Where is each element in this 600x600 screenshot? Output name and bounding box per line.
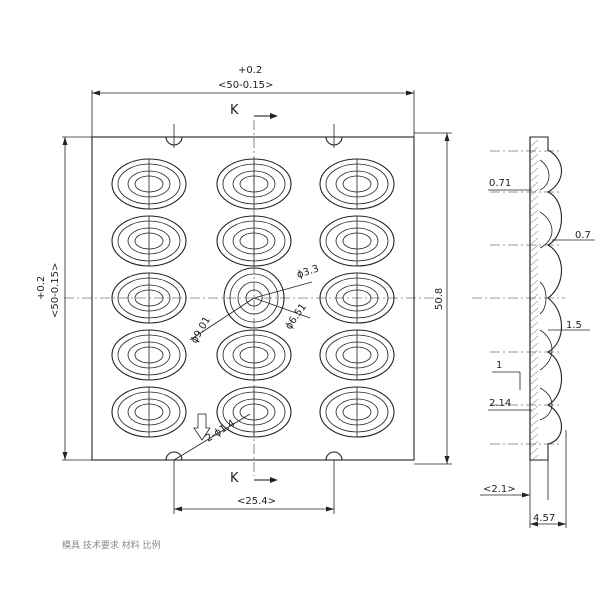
hole-pitch: <25.4> — [237, 496, 276, 507]
dim-1: 1 — [496, 360, 502, 371]
front-view: K K +0.2 <50-0.15> +0.2 <50-0.15> 50.8 <… — [36, 65, 452, 514]
dim-2-1: <2.1> — [483, 484, 516, 495]
footer-note: 模具 技术要求 材料 比例 — [62, 539, 161, 551]
dim-0-71: 0.71 — [489, 178, 511, 189]
dia-9-01: ϕ9.01 — [189, 315, 213, 346]
section-view: 0.71 0.7 1.5 1 2.14 <2.1> 4.57 — [472, 136, 595, 528]
lens-cell — [319, 386, 395, 438]
section-label-bottom: K — [230, 471, 239, 486]
lens-cell — [111, 158, 187, 210]
width-tolerance: +0.2 — [238, 65, 262, 76]
dia-3-3: ϕ3.3 — [296, 263, 321, 280]
height-tolerance: +0.2 — [36, 276, 47, 300]
lens-cell — [319, 215, 395, 267]
notch-bottom-right — [325, 451, 343, 461]
dim-4-57: 4.57 — [533, 513, 555, 524]
notch-bottom-left — [165, 451, 183, 461]
lens-cell — [111, 215, 187, 267]
lens-cell — [319, 329, 395, 381]
section-hatch — [530, 139, 539, 462]
section-label-top: K — [230, 103, 239, 118]
overall-height: 50.8 — [434, 288, 445, 310]
plate-outline — [91, 136, 415, 461]
height-nominal: <50-0.15> — [50, 263, 61, 318]
dim-0-7: 0.7 — [575, 230, 591, 241]
dia-6-51: ϕ6.51 — [283, 302, 309, 332]
lens-cell — [111, 329, 187, 381]
lens-cell — [319, 158, 395, 210]
dim-1-5: 1.5 — [566, 320, 582, 331]
width-nominal: <50-0.15> — [218, 80, 273, 91]
dim-2-14: 2.14 — [489, 398, 511, 409]
lens-cell — [111, 386, 187, 438]
